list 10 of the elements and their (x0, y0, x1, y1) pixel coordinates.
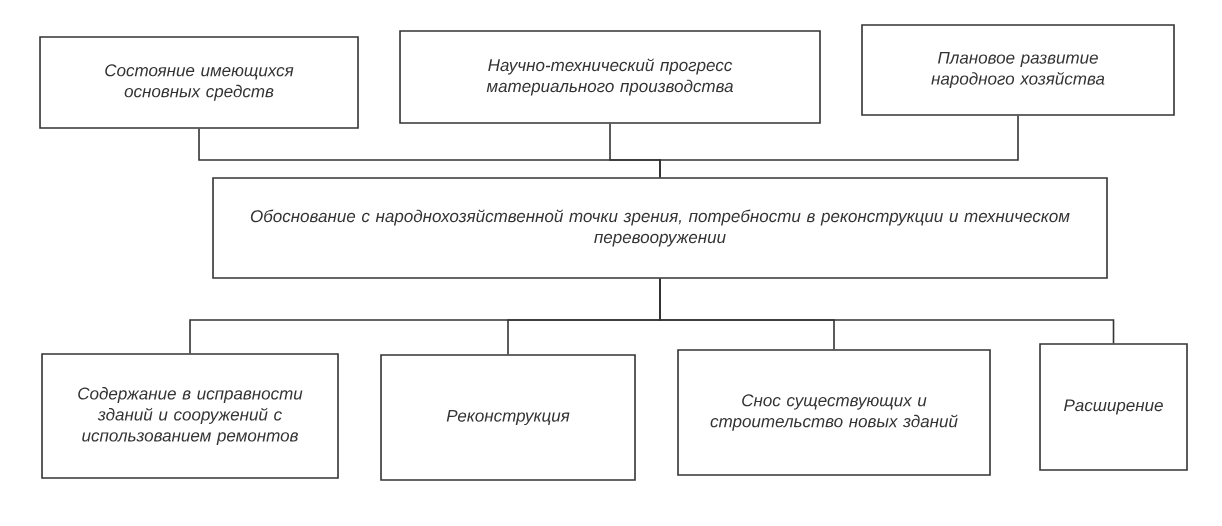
text-box: Плановое развитие народного хозяйства (861, 24, 1175, 116)
text-box: Расширение (1039, 343, 1188, 471)
text-box: Реконструкция (380, 354, 636, 481)
text-box: Обоснование с народнохозяйственной точки зрения, потребности в реконструкции и техническом перевооружении (212, 177, 1108, 279)
text-box: Содержание в исправности зданий и сооружений с использованием ремонтов (41, 353, 339, 479)
connector-line (659, 115, 1019, 178)
text-box: Состояние имеющихся основных средств (39, 36, 359, 129)
connector-line (659, 278, 1115, 344)
text-box: Научно-технический прогресс материального производства (399, 30, 821, 124)
text-box: Снос существующих и строительство новых зданий (677, 349, 991, 476)
